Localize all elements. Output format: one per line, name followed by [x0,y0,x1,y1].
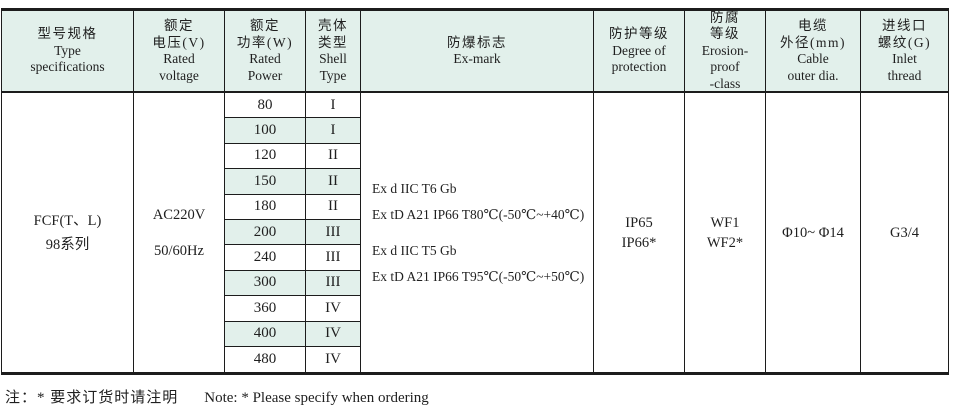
header-line: 螺纹(G) [877,34,932,50]
erosion-wf1: WF1 [710,214,740,231]
cell-ex-mark: Ex d IIC T6 Gb Ex tD A21 IP66 T80℃(-50℃~… [361,93,594,373]
cell-shell-80: I [306,93,361,119]
cell-cable-outer-dia: Φ10~ Φ14 [766,93,861,373]
header-line: protection [611,59,667,75]
cell-power-180: 180 [225,194,306,220]
header-line: Shell [319,51,347,66]
header-line: Degree of [612,42,666,58]
cell-degree-of-protection: IP65 IP66* [594,93,685,373]
cell-shell-180: II [306,194,361,220]
header-line: 壳体 [318,18,348,33]
header-line: 类型 [318,34,348,50]
cell-power-240: 240 [225,245,306,271]
cell-power-100: 100 [225,118,306,144]
protection-ip65: IP65 [625,214,653,231]
thread-size: G3/4 [890,224,919,241]
header-line: proof [710,59,740,75]
header-cell-type-specifications: 型号规格 Type specifications [2,11,134,93]
header-line: Ex-mark [453,51,501,66]
frequency-value: 50/60Hz [154,242,204,259]
header-line: Type [319,67,347,83]
ex-mark-t80: Ex tD A21 IP66 T80℃(-50℃~+40℃) [372,206,585,222]
header-line: 型号规格 [37,26,98,42]
footnote-chinese: 注：* 要求订货时请注明 [5,390,179,406]
header-line: 进线口 [882,18,927,33]
header-line: Cable [797,51,829,66]
footnote: 注：* 要求订货时请注明 Note: * Please specify when… [5,388,429,408]
cell-power-150: 150 [225,169,306,195]
cell-power-300: 300 [225,270,306,297]
header-line: thread [887,67,922,83]
cell-rated-voltage: AC220V 50/60Hz [134,93,225,373]
header-line: Rated [249,51,281,66]
cell-power-80: 80 [225,93,306,119]
cable-diameter-range: Φ10~ Φ14 [782,224,844,241]
model-series: 98系列 [45,236,90,253]
cell-power-480: 480 [225,346,306,373]
header-line: Type [54,42,81,58]
header-cell-degree-of-protection: 防护等级 Degree of protection [594,11,685,93]
header-line: 防护等级 [609,26,669,42]
footnote-english: Note: * Please specify when ordering [204,390,429,406]
cell-shell-120: II [306,143,361,170]
cell-shell-200: III [306,219,361,246]
header-line: 电压(V) [152,34,206,50]
header-line: Inlet [892,51,917,66]
header-line: outer dia. [787,67,839,83]
header-line: 额定 [164,18,194,33]
header-line: -class [709,75,741,91]
header-line: 防爆标志 [447,34,507,50]
specification-table: 型号规格 Type specifications 额定 电压(V) Rated … [1,8,949,376]
header-cell-rated-voltage: 额定 电压(V) Rated voltage [134,11,225,93]
cell-power-400: 400 [225,321,306,347]
cell-erosion-proof-class: WF1 WF2* [685,93,766,373]
cell-shell-240: III [306,245,361,271]
ex-mark-t6: Ex d IIC T6 Gb [372,180,457,196]
header-line: 外径(mm) [780,34,846,50]
cell-shell-100: I [306,118,361,144]
header-line: Erosion- [701,42,749,58]
ex-mark-t95: Ex tD A21 IP66 T95℃(-50℃~+50℃) [372,268,585,284]
cell-power-120: 120 [225,143,306,170]
cell-power-360: 360 [225,296,306,322]
header-line: Rated [163,51,195,66]
protection-ip66: IP66* [621,234,657,251]
ex-mark-t5: Ex d IIC T5 Gb [372,242,457,258]
cell-shell-360: IV [306,296,361,322]
header-cell-shell-type: 壳体 类型 Shell Type [306,11,361,93]
header-line: 防腐 [710,11,740,25]
header-cell-cable-outer-dia: 电缆 外径(mm) Cable outer dia. [766,11,861,93]
header-line: 功率(W) [236,34,294,50]
cell-model-specifications: FCF(T、L) 98系列 [2,93,134,373]
cell-shell-400: IV [306,321,361,347]
header-line: voltage [159,67,199,83]
header-cell-rated-power: 额定 功率(W) Rated Power [225,11,306,93]
model-name: FCF(T、L) [33,212,102,229]
voltage-value: AC220V [152,206,206,223]
header-line: specifications [30,59,105,75]
cell-inlet-thread: G3/4 [861,93,948,373]
header-line: 额定 [250,18,280,33]
header-cell-erosion-proof-class: 防腐 等级 Erosion- proof -class [685,11,766,93]
header-line: Power [247,67,283,83]
cell-shell-300: III [306,270,361,297]
header-cell-inlet-thread: 进线口 螺纹(G) Inlet thread [861,11,948,93]
header-line: 等级 [710,26,740,42]
erosion-wf2: WF2* [706,234,744,251]
header-cell-ex-mark: 防爆标志 Ex-mark [361,11,594,93]
header-line: 电缆 [798,18,828,33]
cell-shell-150: II [306,169,361,195]
cell-power-200: 200 [225,219,306,246]
cell-shell-480: IV [306,346,361,373]
